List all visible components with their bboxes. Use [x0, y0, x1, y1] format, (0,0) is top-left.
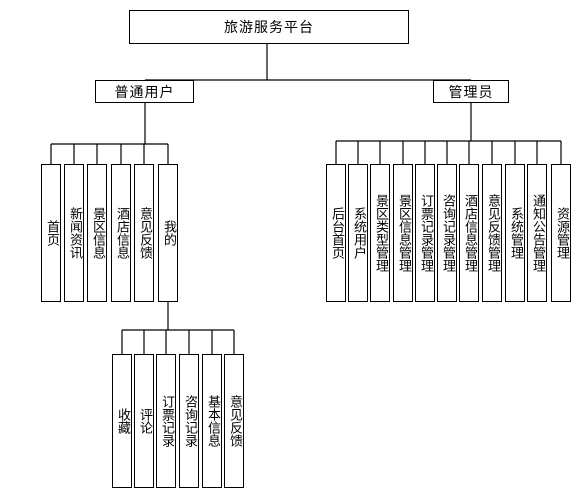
group-node-user: 普通用户	[95, 80, 194, 103]
leaf-node-admin-notices: 通知公告管理	[527, 164, 547, 302]
leaf-node-admin-scenic-types: 景区类型管理	[370, 164, 390, 302]
leaf-node-mine-inquiries: 咨询记录	[179, 354, 199, 488]
leaf-node-mine-favorites: 收藏	[112, 354, 132, 488]
leaf-node-admin-hotels: 酒店信息管理	[459, 164, 479, 302]
leaf-node-admin-users: 系统用户	[348, 164, 368, 302]
leaf-label: 首页	[44, 220, 59, 246]
leaf-label: 意见反馈	[227, 395, 242, 447]
leaf-node-admin-system: 系统管理	[505, 164, 525, 302]
leaf-label: 系统管理	[508, 207, 523, 259]
root-node: 旅游服务平台	[129, 10, 409, 44]
leaf-label: 资源管理	[554, 207, 569, 259]
leaf-label: 酒店信息	[114, 207, 129, 259]
leaf-label: 意见反馈	[137, 207, 152, 259]
leaf-node-user-feedback: 意见反馈	[134, 164, 154, 302]
leaf-label: 咨询记录管理	[440, 194, 455, 272]
leaf-label: 后台首页	[329, 207, 344, 259]
leaf-node-user-mine: 我的	[158, 164, 178, 302]
leaf-label: 系统用户	[351, 207, 366, 259]
leaf-label: 新闻资讯	[67, 207, 82, 259]
leaf-node-user-news: 新闻资讯	[64, 164, 84, 302]
leaf-node-admin-scenic-info: 景区信息管理	[393, 164, 413, 302]
leaf-label: 我的	[161, 220, 176, 246]
leaf-label: 收藏	[115, 408, 130, 434]
leaf-node-admin-inquiries: 咨询记录管理	[437, 164, 457, 302]
leaf-node-mine-feedback: 意见反馈	[224, 354, 244, 488]
leaf-label: 通知公告管理	[530, 194, 545, 272]
leaf-label: 评论	[137, 408, 152, 434]
leaf-node-admin-resources: 资源管理	[551, 164, 571, 302]
leaf-node-mine-tickets: 订票记录	[156, 354, 176, 488]
leaf-node-mine-comments: 评论	[134, 354, 154, 488]
leaf-label: 景区信息	[90, 207, 105, 259]
leaf-node-user-hotel: 酒店信息	[111, 164, 131, 302]
leaf-node-admin-dashboard: 后台首页	[326, 164, 346, 302]
leaf-label: 景区类型管理	[373, 194, 388, 272]
leaf-node-user-home: 首页	[41, 164, 61, 302]
group-label-admin: 管理员	[448, 84, 494, 101]
leaf-node-admin-tickets: 订票记录管理	[415, 164, 435, 302]
leaf-label: 订票记录	[159, 395, 174, 447]
leaf-node-mine-profile: 基本信息	[202, 354, 222, 488]
leaf-label: 酒店信息管理	[462, 194, 477, 272]
leaf-node-user-scenic: 景区信息	[87, 164, 107, 302]
leaf-label: 订票记录管理	[418, 194, 433, 272]
group-node-admin: 管理员	[433, 80, 509, 103]
leaf-label: 景区信息管理	[396, 194, 411, 272]
root-label: 旅游服务平台	[224, 20, 314, 36]
leaf-node-admin-feedback: 意见反馈管理	[482, 164, 502, 302]
leaf-label: 基本信息	[205, 395, 220, 447]
leaf-label: 意见反馈管理	[485, 194, 500, 272]
group-label-user: 普通用户	[114, 84, 175, 101]
leaf-label: 咨询记录	[182, 395, 197, 447]
